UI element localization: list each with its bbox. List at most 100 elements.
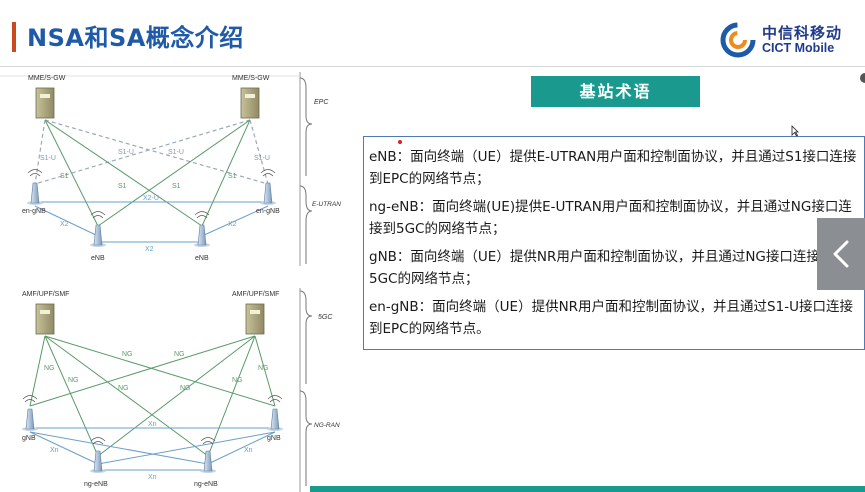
node-left-label: gNB [22, 435, 36, 442]
antenna-icon [90, 437, 106, 473]
ng-label-6: NG [232, 377, 243, 384]
server-icon [245, 303, 265, 335]
node-right-label: en-gNB [256, 208, 280, 215]
chevron-left-icon [833, 240, 849, 268]
definition-ng-enb: ng-eNB：面向终端(UE)提供E-UTRAN用户面和控制面协议，并且通过NG… [369, 199, 852, 237]
epc-label: EPC [314, 99, 329, 106]
definitions-box: eNB：面向终端（UE）提供E-UTRAN用户面和控制面协议，并且通过S1接口连… [363, 136, 865, 350]
title-bar: NSA和SA概念介绍 [0, 0, 865, 70]
definition-gnb: gNB：面向终端（UE）提供NR用户面和控制面协议，并且通过NG接口连接到5GC… [369, 249, 834, 287]
xn-link-diag-1 [29, 431, 209, 465]
ng-label-7: NG [44, 365, 55, 372]
x2u-label: X2-U [143, 195, 159, 202]
ng-link-4 [97, 335, 256, 457]
antenna-icon [260, 169, 276, 205]
s1-link-4 [201, 119, 251, 227]
antenna-icon [267, 395, 283, 431]
ngran-label: NG-RAN [314, 422, 340, 429]
x2-link-left [34, 205, 99, 237]
ng-label-4: NG [118, 385, 129, 392]
logo-text-en: CICT Mobile [762, 41, 835, 55]
x2-label-right: X2 [228, 221, 237, 228]
node-mid-left-label: eNB [91, 255, 105, 262]
laser-pointer-dot [398, 140, 402, 144]
node-right-label: gNB [267, 435, 281, 442]
s1u-link-2 [34, 119, 251, 185]
xn-label-left: Xn [50, 447, 59, 454]
core-right-label: MME/S-GW [232, 75, 270, 82]
node-left-label: en-gNB [22, 208, 46, 215]
s1-label-1: S1 [118, 183, 127, 190]
network-architecture-diagram: S1-U S1-U S1 S1 S1 S1 S1-U S1-U X2-U X2 … [0, 72, 341, 492]
title-accent-bar [12, 22, 16, 52]
s1u-label-2: S1-U [168, 149, 184, 156]
5gc-label: 5GC [318, 314, 333, 321]
xn-link-left [29, 431, 99, 465]
cict-logo-icon [720, 22, 756, 58]
5gc-ngran-diagram: NG NG NG NG NG NG NG NG Xn Xn Xn Xn AMF/… [22, 288, 340, 492]
terms-header: 基站术语 [531, 76, 700, 107]
xn-label-right: Xn [244, 447, 253, 454]
slide-title: NSA和SA概念介绍 [27, 24, 244, 52]
ng-link-5 [44, 335, 99, 457]
node-mid-left-label: ng-eNB [84, 481, 108, 488]
s1u-label-4: S1-U [254, 155, 270, 162]
xn-label-mid: Xn [148, 474, 157, 481]
title-divider [0, 66, 865, 67]
ng-label-1: NG [122, 351, 133, 358]
antenna-icon [90, 211, 106, 247]
core-left-label: MME/S-GW [28, 75, 66, 82]
definition-enb: eNB：面向终端（UE）提供E-UTRAN用户面和控制面协议，并且通过S1接口连… [369, 149, 857, 187]
s1u-link-1 [44, 119, 269, 185]
ng-link-1 [44, 335, 276, 407]
collapse-panel-button[interactable] [817, 218, 865, 290]
ng-label-2: NG [174, 351, 185, 358]
ng-link-3 [44, 335, 209, 457]
core-right-label: AMF/UPF/SMF [232, 291, 279, 298]
s1-link-3 [44, 119, 99, 227]
ng-label-3: NG [68, 377, 79, 384]
eutran-brace [299, 185, 313, 264]
x2-label-mid: X2 [145, 246, 154, 253]
s1-link-2 [97, 119, 251, 227]
s1u-link-3 [34, 119, 46, 185]
epc-eutran-diagram: S1-U S1-U S1 S1 S1 S1 S1-U S1-U X2-U X2 … [0, 72, 341, 266]
s1u-label-1: S1-U [118, 149, 134, 156]
ng-label-5: NG [180, 385, 191, 392]
footer-accent-bar [310, 486, 865, 492]
ng-link-2 [29, 335, 256, 407]
s1-label-4: S1 [228, 173, 237, 180]
antenna-icon [200, 437, 216, 473]
s1u-label-3: S1-U [40, 155, 56, 162]
scroll-indicator[interactable] [860, 73, 865, 83]
epc-brace [299, 77, 313, 176]
s1-label-2: S1 [172, 183, 181, 190]
node-mid-right-label: ng-eNB [194, 481, 218, 488]
xn-label-top: Xn [148, 421, 157, 428]
ng-link-6 [207, 335, 256, 457]
definition-en-gnb: en-gNB：面向终端（UE）提供NR用户面和控制面协议，并且通过S1-U接口连… [369, 299, 853, 337]
s1-label-3: S1 [60, 173, 69, 180]
xn-link-right [207, 431, 276, 465]
ng-link-8 [254, 335, 276, 407]
antenna-icon [194, 211, 210, 247]
mouse-cursor-icon [791, 125, 799, 137]
s1-link-1 [44, 119, 203, 227]
x2-label-left: X2 [60, 221, 69, 228]
core-left-label: AMF/UPF/SMF [22, 291, 69, 298]
ng-link-7 [29, 335, 46, 407]
5gc-brace [299, 290, 313, 384]
company-logo: 中信科移动 CICT Mobile [720, 20, 855, 60]
eutran-label: E-UTRAN [312, 201, 341, 208]
server-icon [35, 303, 55, 335]
x2-link-right [201, 205, 269, 237]
ngran-brace [299, 390, 313, 486]
server-icon [240, 87, 260, 119]
ng-label-8: NG [258, 365, 269, 372]
xn-link-diag-2 [97, 431, 276, 465]
logo-text-cn: 中信科移动 [762, 24, 843, 42]
antenna-icon [22, 395, 38, 431]
antenna-icon [27, 169, 43, 205]
node-mid-right-label: eNB [195, 255, 209, 262]
server-icon [35, 87, 55, 119]
